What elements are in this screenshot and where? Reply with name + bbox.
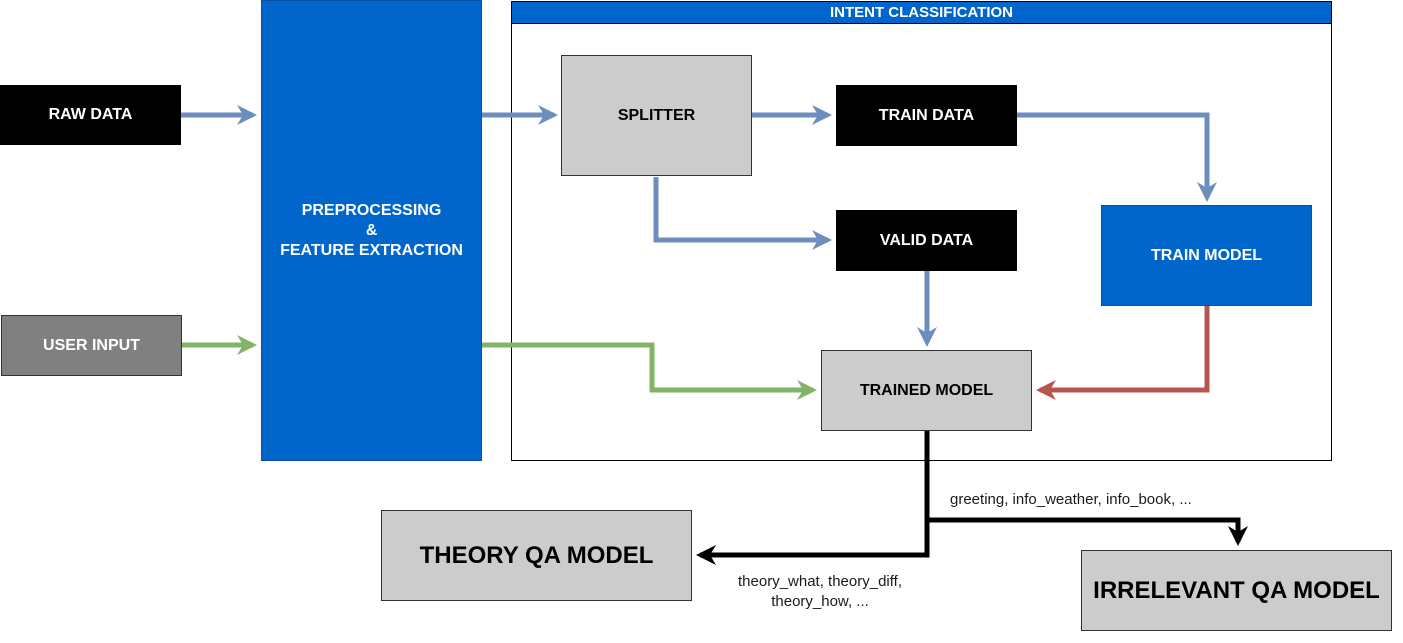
theory-qa-model-node: THEORY QA MODEL bbox=[381, 510, 692, 601]
irrelevant-intents-label: greeting, info_weather, info_book, ... bbox=[950, 490, 1250, 510]
trained-model-node: TRAINED MODEL bbox=[821, 350, 1032, 431]
train-data-node: TRAIN DATA bbox=[836, 85, 1017, 146]
valid-data-label: VALID DATA bbox=[879, 231, 974, 249]
theory-intents-line1: theory_what, theory_diff, bbox=[738, 573, 902, 590]
edge-prep-to-trained bbox=[481, 342, 817, 400]
irrelevant-qa-model-node: IRRELEVANT QA MODEL bbox=[1081, 550, 1392, 631]
theory-qa-model-label: THEORY QA MODEL bbox=[419, 541, 654, 569]
irrelevant-qa-model-label: IRRELEVANT QA MODEL bbox=[1093, 576, 1380, 604]
edge-trainmodel-to-trained bbox=[1036, 306, 1210, 400]
user-input-node: USER INPUT bbox=[1, 315, 182, 376]
splitter-node: SPLITTER bbox=[561, 55, 752, 176]
train-model-label: TRAIN MODEL bbox=[1150, 246, 1263, 264]
edge-trained-to-theory bbox=[696, 431, 930, 565]
edge-splitter-to-valid bbox=[653, 177, 832, 250]
trained-model-label: TRAINED MODEL bbox=[859, 381, 994, 399]
preprocessing-label: PREPROCESSING & FEATURE EXTRACTION bbox=[280, 201, 463, 261]
preprocessing-label-line2: & bbox=[365, 221, 378, 239]
intent-classification-title: INTENT CLASSIFICATION bbox=[511, 1, 1332, 24]
user-input-label: USER INPUT bbox=[43, 336, 140, 354]
valid-data-node: VALID DATA bbox=[836, 210, 1017, 271]
edge-trained-to-irrelevant bbox=[927, 517, 1248, 546]
splitter-label: SPLITTER bbox=[617, 106, 696, 124]
preprocessing-label-line1: PREPROCESSING bbox=[301, 201, 442, 219]
preprocessing-node: PREPROCESSING & FEATURE EXTRACTION bbox=[261, 0, 482, 461]
edge-train-to-trainmodel bbox=[1017, 112, 1217, 202]
train-model-node: TRAIN MODEL bbox=[1101, 205, 1312, 306]
preprocessing-label-line3: FEATURE EXTRACTION bbox=[280, 241, 463, 259]
theory-intents-label: theory_what, theory_diff, theory_how, ..… bbox=[700, 572, 940, 612]
raw-data-node: RAW DATA bbox=[0, 85, 181, 145]
theory-intents-line2: theory_how, ... bbox=[771, 593, 869, 610]
train-data-label: TRAIN DATA bbox=[878, 106, 975, 124]
irrelevant-intents-text: greeting, info_weather, info_book, ... bbox=[950, 491, 1192, 508]
raw-data-label: RAW DATA bbox=[48, 106, 133, 123]
